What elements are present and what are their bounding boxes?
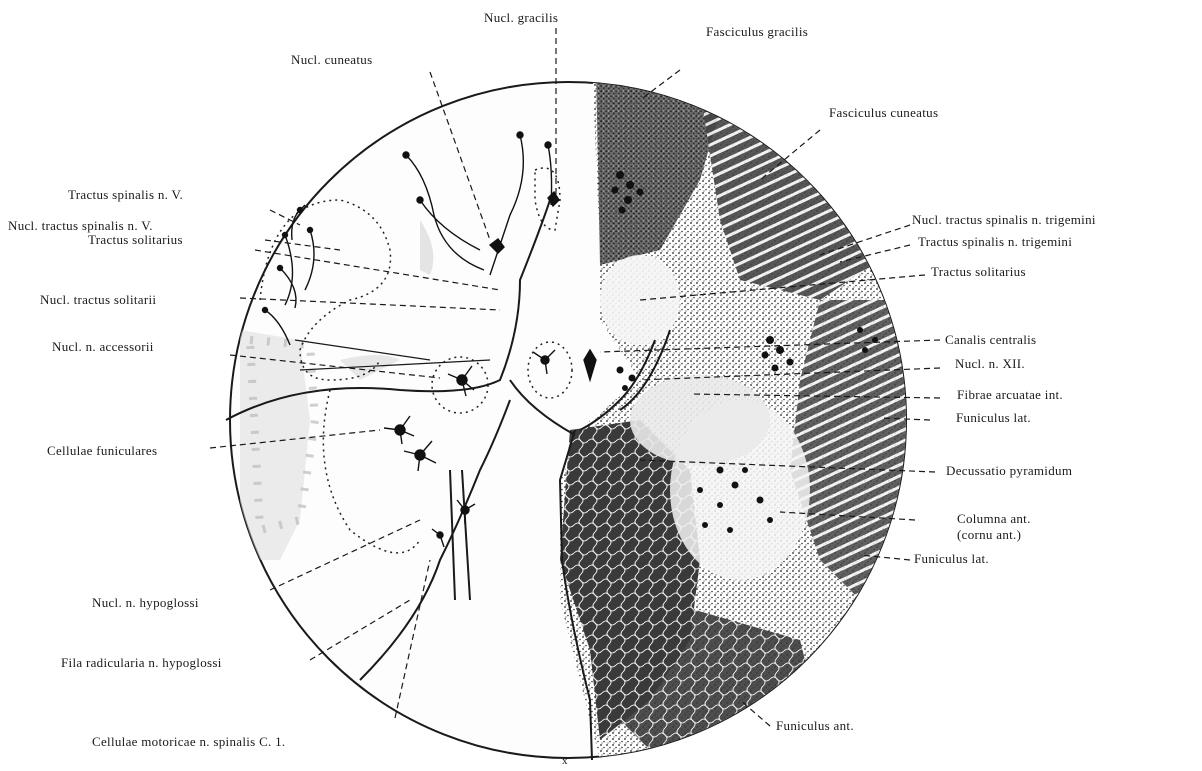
label-nucl-n-hypoglossi: Nucl. n. hypoglossi (92, 596, 199, 610)
label-fibrae-arcuatae: Fibrae arcuatae int. (957, 388, 1063, 402)
label-canalis-centralis: Canalis centralis (945, 333, 1036, 347)
right-half-stained (560, 64, 948, 760)
label-fila-radicularia: Fila radicularia n. hypoglossi (61, 656, 222, 670)
label-fasciculus-cuneatus: Fasciculus cuneatus (829, 106, 938, 120)
label-cellulae-motoricae: Cellulae motoricae n. spinalis C. 1. (92, 735, 286, 749)
label-nucl-gracilis: Nucl. gracilis (484, 11, 558, 25)
label-nucl-tractus-solitarii: Nucl. tractus solitarii (40, 293, 156, 307)
label-cornu-ant: (cornu ant.) (957, 528, 1021, 542)
label-tractus-spinalis-trigemini: Tractus spinalis n. trigemini (918, 235, 1072, 249)
label-columna-ant: Columna ant. (957, 512, 1031, 526)
label-funiculus-ant: Funiculus ant. (776, 719, 854, 733)
label-nucl-n-xii: Nucl. n. XII. (955, 357, 1025, 371)
label-tractus-solitarius-left: Tractus solitarius (88, 233, 183, 247)
label-funiculus-lat-2: Funiculus lat. (914, 552, 989, 566)
label-nucl-cuneatus: Nucl. cuneatus (291, 53, 372, 67)
label-decussatio-pyramidum: Decussatio pyramidum (946, 464, 1072, 478)
label-nucl-n-accessorii: Nucl. n. accessorii (52, 340, 154, 354)
label-fasciculus-gracilis: Fasciculus gracilis (706, 25, 808, 39)
label-funiculus-lat-1: Funiculus lat. (956, 411, 1031, 425)
bottom-mark: x (562, 755, 568, 766)
label-cellulae-funiculares: Cellulae funiculares (47, 444, 157, 458)
svg-text:x: x (562, 755, 568, 766)
label-nucl-tractus-spinalis-trigemini: Nucl. tractus spinalis n. trigemini (912, 213, 1096, 227)
label-tractus-spinalis-v: Tractus spinalis n. V. (68, 188, 183, 202)
label-tractus-solitarius-right: Tractus solitarius (931, 265, 1026, 279)
label-nucl-tractus-spinalis-v: Nucl. tractus spinalis n. V. (8, 219, 153, 233)
